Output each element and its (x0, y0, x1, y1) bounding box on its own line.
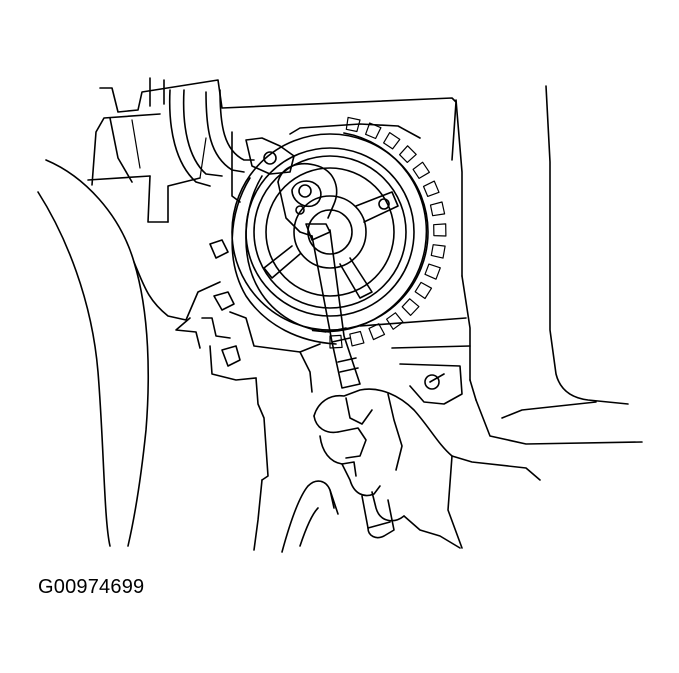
plate-tooth (422, 180, 440, 197)
lower-arm (281, 480, 339, 553)
plate-tooth (399, 145, 417, 163)
plate-tooth (412, 161, 430, 179)
plate-tooth (414, 281, 433, 300)
plate-tooth (329, 334, 343, 349)
engine-block-outline (87, 79, 477, 401)
plate-tooth (368, 323, 386, 341)
plate-tooth (429, 201, 446, 217)
plate-tooth (424, 263, 441, 280)
frame-member (37, 159, 221, 547)
hand (313, 388, 541, 549)
plate-tooth (433, 223, 447, 237)
plate-tooth (401, 298, 420, 316)
oil-pump-housing (201, 239, 471, 551)
coolant-pipes (149, 77, 255, 187)
timing-plate-teeth (311, 116, 447, 349)
plate-tooth (386, 312, 404, 330)
plate-tooth (383, 132, 401, 150)
ratchet-wrench (277, 162, 361, 389)
plate-tooth (349, 330, 365, 347)
figure-caption: G00974699 (38, 576, 145, 598)
plate-tooth (345, 116, 361, 133)
body-edge-right (475, 85, 643, 445)
plate-rim (311, 132, 428, 333)
plate-tooth (365, 122, 382, 140)
plate-tooth (430, 244, 446, 259)
timing-cover-bracket (245, 123, 421, 175)
